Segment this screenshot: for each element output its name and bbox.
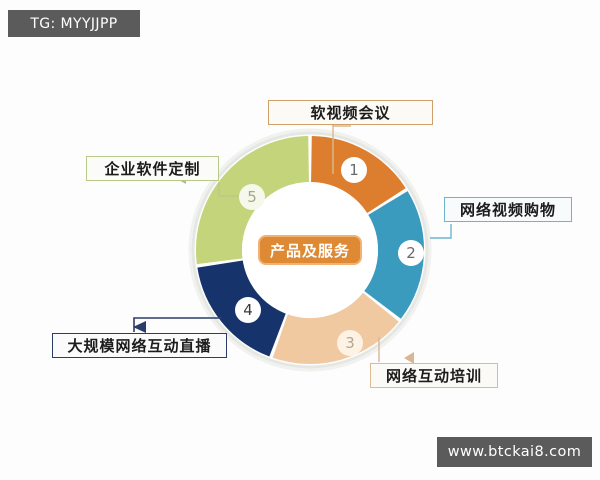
- donut-outer-ring: [191, 131, 429, 369]
- callout-top-text: 软视频会议: [310, 104, 391, 122]
- center-label: 产品及服务: [258, 235, 362, 265]
- segment-badge-1[interactable]: 1: [341, 157, 367, 183]
- callout-bottom-text: 网络互动培训: [385, 367, 482, 385]
- segment-badge-5[interactable]: 5: [239, 184, 265, 210]
- connector-right: [430, 224, 452, 239]
- callout-enterprise-software-customization[interactable]: 企业软件定制: [86, 156, 219, 181]
- segment-badge-3-text: 3: [345, 334, 355, 352]
- connector-top-left: [218, 182, 246, 197]
- arrow-bottom-left-icon: [133, 321, 146, 333]
- callout-right-text: 网络视频购物: [459, 201, 556, 219]
- segment-badge-4[interactable]: 4: [235, 297, 261, 323]
- segment-badge-1-text: 1: [349, 161, 359, 179]
- donut-segment-3[interactable]: [272, 292, 399, 364]
- segment-badge-3[interactable]: 3: [337, 330, 363, 356]
- segment-badge-4-text: 4: [243, 301, 253, 319]
- callout-large-scale-live-streaming[interactable]: 大规模网络互动直播: [52, 333, 227, 358]
- arrow-bottom-icon: [404, 352, 414, 364]
- watermark-top-left-text: TG: MYYJJPP: [30, 15, 118, 32]
- watermark-bottom-right-text: www.btckai8.com: [447, 444, 582, 460]
- callout-bottom-left-text: 大规模网络互动直播: [67, 337, 212, 355]
- callout-online-video-shopping[interactable]: 网络视频购物: [444, 197, 572, 222]
- callout-soft-video-conference[interactable]: 软视频会议: [268, 100, 433, 125]
- segment-badge-5-text: 5: [247, 188, 257, 206]
- callout-online-interactive-training[interactable]: 网络互动培训: [370, 363, 498, 388]
- donut-outer-halo: [188, 128, 432, 372]
- watermark-top-left: TG: MYYJJPP: [8, 10, 140, 37]
- segment-badge-2-text: 2: [406, 244, 416, 262]
- center-label-text: 产品及服务: [269, 241, 350, 260]
- callout-top-left-text: 企业软件定制: [104, 160, 201, 178]
- watermark-bottom-right: www.btckai8.com: [437, 437, 592, 467]
- segment-badge-2[interactable]: 2: [398, 240, 424, 266]
- connector-bottom-left: [133, 317, 222, 332]
